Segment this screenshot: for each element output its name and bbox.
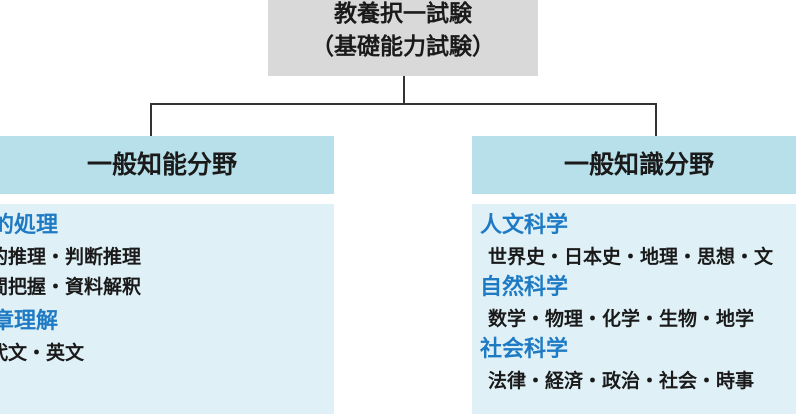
right-group-1: 人文科学 世界史・日本史・地理・思想・文 (480, 210, 796, 272)
category-heading: 人文科学 (480, 213, 569, 238)
left-branch-body: 数的処理 数的推理・判断推理 空間把握・資料解釈 文章理解 現代文・英文 (0, 204, 334, 414)
right-group-3: 社会科学 法律・経済・政治・社会・時事 (480, 334, 796, 396)
root-node: 教養択一試験 （基礎能力試験） (268, 0, 538, 76)
category-items: 法律・経済・政治・社会・時事 (488, 370, 755, 392)
category-items: 世界史・日本史・地理・思想・文 (488, 246, 774, 268)
left-branch-title: 一般知能分野 (0, 136, 334, 194)
category-heading: 社会科学 (480, 337, 569, 362)
right-group-2: 自然科学 数学・物理・化学・生物・地学 (480, 272, 796, 334)
right-branch-title: 一般知識分野 (472, 136, 796, 194)
right-branch-body: 人文科学 世界史・日本史・地理・思想・文 自然科学 数学・物理・化学・生物・地学… (472, 204, 796, 414)
left-group-2: 文章理解 現代文・英文 (0, 306, 334, 368)
category-items: 数学・物理・化学・生物・地学 (488, 308, 755, 330)
left-group-1: 数的処理 数的推理・判断推理 空間把握・資料解釈 (0, 210, 334, 302)
connector-root-down (403, 76, 405, 104)
category-items: 数的推理・判断推理 (0, 246, 142, 268)
root-title: 教養択一試験 (334, 1, 472, 27)
category-items: 空間把握・資料解釈 (0, 276, 142, 298)
connector-horizontal (150, 103, 657, 105)
category-items: 現代文・英文 (0, 342, 85, 364)
connector-right-down (655, 103, 657, 136)
connector-left-down (150, 103, 152, 136)
category-heading: 自然科学 (480, 275, 569, 300)
category-heading: 数的処理 (0, 213, 59, 238)
category-heading: 文章理解 (0, 309, 59, 334)
root-subtitle: （基礎能力試験） (311, 34, 495, 60)
